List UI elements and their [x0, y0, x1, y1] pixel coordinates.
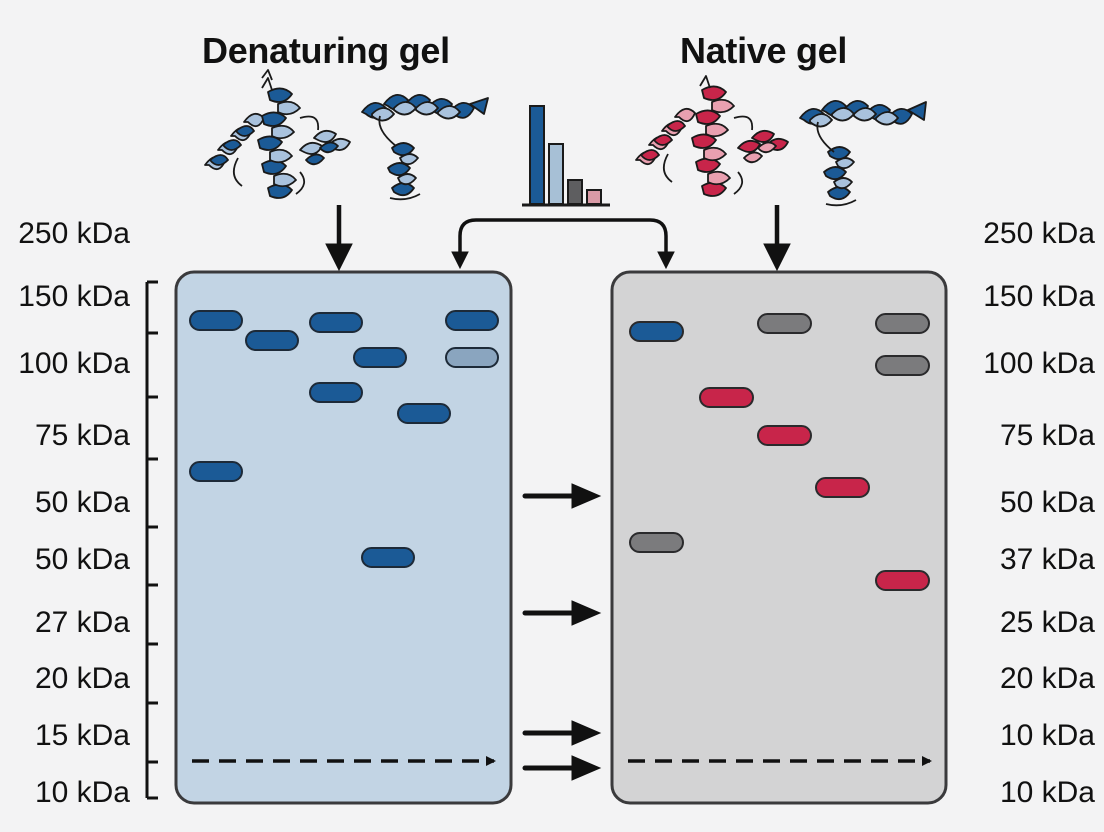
arrow-icon: [763, 205, 791, 272]
gel-band: [309, 312, 363, 333]
gel-band: [189, 461, 243, 482]
gel-band: [629, 321, 684, 342]
gel-band: [445, 347, 499, 368]
gel-band: [397, 403, 451, 424]
left-marker-label: 100 kDa: [18, 347, 130, 380]
left-marker-label: 75 kDa: [34, 419, 130, 452]
gel-band: [361, 547, 415, 568]
arrow-icon: [522, 720, 602, 746]
right-marker-label: 250 kDa: [983, 217, 1095, 250]
gel-band: [309, 382, 363, 403]
native-gel-panel: [610, 270, 948, 805]
gel-band: [815, 477, 870, 498]
right-marker-label: 10 kDa: [999, 719, 1095, 752]
gel-band: [445, 310, 499, 331]
split-arrow-icon: [451, 218, 675, 270]
gel-band: [875, 313, 930, 334]
left-marker-label: 15 kDa: [34, 719, 130, 752]
gel-band: [875, 570, 930, 591]
right-marker-label: 75 kDa: [999, 419, 1095, 452]
unfolded-protein-icon: [635, 75, 789, 197]
gel-band: [629, 532, 684, 553]
denaturing-gel-title: Denaturing gel: [202, 30, 450, 71]
right-marker-label: 37 kDa: [999, 543, 1095, 576]
right-marker-label: 20 kDa: [999, 662, 1095, 695]
left-marker-label: 27 kDa: [34, 606, 130, 639]
denaturing-gel-panel: [174, 270, 513, 805]
left-marker-label: 10 kDa: [34, 776, 130, 809]
gel-band: [875, 355, 930, 376]
gel-band: [245, 330, 299, 351]
right-marker-label: 10 kDa: [999, 776, 1095, 809]
unfolded-protein-icon: [204, 69, 351, 199]
gel-band: [353, 347, 407, 368]
left-marker-label: 250 kDa: [18, 217, 130, 250]
folded-protein-icon: [799, 100, 927, 207]
right-marker-label: 25 kDa: [999, 606, 1095, 639]
gel-band: [699, 387, 754, 408]
right-marker-label: 150 kDa: [983, 280, 1095, 313]
bar-chart-icon: [522, 105, 610, 207]
right-marker-label: 50 kDa: [999, 486, 1095, 519]
gel-band: [757, 425, 812, 446]
gel-band: [189, 310, 243, 331]
arrow-icon: [522, 600, 602, 626]
right-marker-label: 100 kDa: [983, 347, 1095, 380]
folded-protein-icon: [361, 94, 489, 201]
left-marker-label: 20 kDa: [34, 662, 130, 695]
arrow-icon: [522, 755, 602, 781]
gel-band: [757, 313, 812, 334]
mw-scale-axis: [145, 280, 158, 800]
left-marker-label: 150 kDa: [18, 280, 130, 313]
arrow-icon: [522, 483, 602, 509]
left-marker-label: 50 kDa: [34, 543, 130, 576]
left-marker-label: 50 kDa: [34, 486, 130, 519]
native-gel-title: Native gel: [680, 30, 848, 71]
arrow-icon: [325, 205, 353, 272]
